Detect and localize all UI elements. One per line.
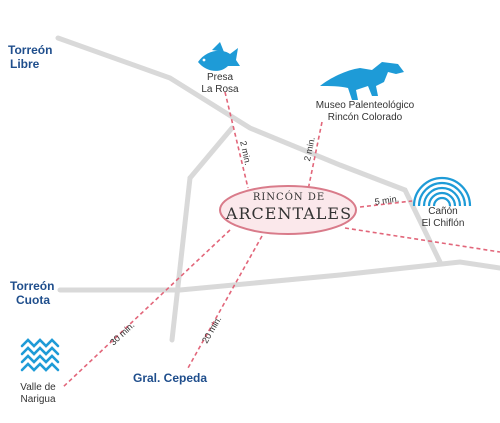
arches-icon xyxy=(412,176,472,207)
center-title-line1: Rincón de xyxy=(252,192,326,203)
city-line: Libre xyxy=(10,56,40,71)
center-ellipse xyxy=(219,185,357,235)
road-cuota xyxy=(57,259,500,293)
dinosaur-icon xyxy=(320,62,404,100)
road-inner xyxy=(187,125,235,181)
route-canon xyxy=(359,200,413,208)
poi-label-museo: Museo Palenteológico Rincón Colorado xyxy=(304,100,426,123)
poi-label-valle: Valle de Narigua xyxy=(8,382,68,405)
city-line: Torreón xyxy=(10,279,55,293)
city-label-torreon-cuota: Torreón Cuota xyxy=(10,279,55,308)
route-cepeda xyxy=(187,235,263,369)
city-line: Gral. Cepeda xyxy=(133,371,208,385)
poi-line: Valle de xyxy=(20,382,56,393)
route-presa xyxy=(224,91,249,189)
fish-icon xyxy=(198,42,240,71)
poi-line: Presa xyxy=(206,72,234,83)
poi-label-canon: Cañón El Chiflón xyxy=(406,206,480,229)
city-label-torreon-libre: Torreón Libre xyxy=(8,43,53,72)
poi-line: La Rosa xyxy=(201,83,239,95)
city-line: Cuota xyxy=(16,292,50,307)
poi-line: Cañón xyxy=(428,206,458,217)
road-west xyxy=(169,175,193,343)
routes xyxy=(61,91,500,389)
city-line: Torreón xyxy=(8,43,53,57)
center-title: Rincón de Arcentales xyxy=(218,186,360,238)
center-title-line2: Arcentales xyxy=(225,204,353,223)
poi-line: Narigua xyxy=(20,393,56,405)
poi-line: El Chiflón xyxy=(421,217,465,229)
poi-line: Museo Palenteológico xyxy=(315,100,415,111)
route-valle xyxy=(61,229,231,389)
poi-line: Rincón Colorado xyxy=(327,111,403,123)
waves-icon xyxy=(20,338,60,372)
city-label-gral-cepeda: Gral. Cepeda xyxy=(133,371,208,386)
route-museo xyxy=(307,121,323,191)
road-north xyxy=(55,35,443,265)
roads xyxy=(55,35,500,343)
route-east xyxy=(344,227,500,253)
poi-label-presa: Presa La Rosa xyxy=(188,72,252,95)
